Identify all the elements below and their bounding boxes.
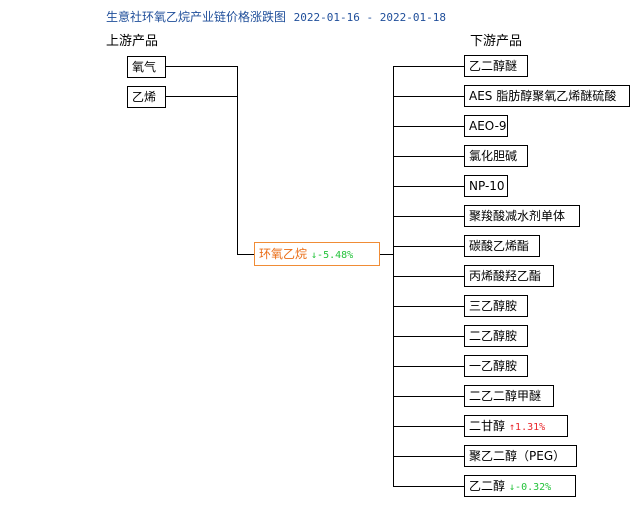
downstream-node[interactable]: 丙烯酸羟乙酯 — [464, 265, 554, 287]
up-arrow-icon — [509, 422, 515, 433]
connector-line — [380, 254, 394, 255]
connector-line — [393, 156, 464, 157]
connector-line — [393, 426, 464, 427]
connector-line — [393, 96, 464, 97]
downstream-node[interactable]: 乙二醇-0.32% — [464, 475, 576, 497]
down-arrow-icon — [311, 250, 317, 261]
downstream-node-label: AEO-9 — [469, 119, 507, 133]
connector-line — [237, 66, 238, 254]
downstream-node-label: 碳酸乙烯酯 — [469, 239, 530, 253]
downstream-node[interactable]: 一乙醇胺 — [464, 355, 528, 377]
downstream-node-label: 乙二醇 — [469, 479, 506, 493]
connector-line — [237, 254, 254, 255]
downstream-node-label: 二乙二醇甲醚 — [469, 389, 542, 403]
downstream-node-label: 乙二醇醚 — [469, 59, 518, 73]
center-node-name: 环氧乙烷 — [259, 247, 308, 261]
downstream-node-label: 一乙醇胺 — [469, 359, 518, 373]
date-range: 2022-01-16 - 2022-01-18 — [293, 11, 446, 24]
connector-line — [393, 126, 464, 127]
downstream-node[interactable]: 三乙醇胺 — [464, 295, 528, 317]
connector-line — [393, 246, 464, 247]
downstream-node-label: 氯化胆碱 — [469, 149, 518, 163]
connector-line — [393, 306, 464, 307]
downstream-node[interactable]: 乙二醇醚 — [464, 55, 528, 77]
connector-line — [393, 276, 464, 277]
downstream-node[interactable]: AEO-9 — [464, 115, 508, 137]
connector-line — [393, 216, 464, 217]
downstream-change: -0.32% — [509, 482, 551, 493]
downstream-node-label: 三乙醇胺 — [469, 299, 518, 313]
upstream-node-label: 乙烯 — [132, 90, 157, 104]
connector-line — [393, 336, 464, 337]
down-arrow-icon — [509, 482, 515, 493]
connector-line — [393, 366, 464, 367]
upstream-node-label: 氧气 — [132, 60, 157, 74]
upstream-label: 上游产品 — [106, 34, 159, 49]
center-change: -5.48% — [311, 250, 353, 261]
upstream-node-oxygen[interactable]: 氧气 — [127, 56, 166, 78]
connector-line — [393, 486, 464, 487]
downstream-node-label: NP-10 — [469, 179, 505, 193]
center-node[interactable]: 环氧乙烷-5.48% — [254, 242, 380, 266]
connector-line — [393, 456, 464, 457]
downstream-node[interactable]: 二乙二醇甲醚 — [464, 385, 554, 407]
connector-line — [166, 66, 237, 67]
downstream-node-label: 二甘醇 — [469, 419, 506, 433]
downstream-node-label: 二乙醇胺 — [469, 329, 518, 343]
downstream-node[interactable]: 聚乙二醇（PEG） — [464, 445, 577, 467]
downstream-node[interactable]: 碳酸乙烯酯 — [464, 235, 540, 257]
upstream-node-ethylene[interactable]: 乙烯 — [127, 86, 166, 108]
downstream-label: 下游产品 — [470, 34, 523, 49]
downstream-node-label: 聚羧酸减水剂单体 — [469, 209, 566, 223]
title-text: 生意社环氧乙烷产业链价格涨跌图 — [106, 10, 287, 24]
downstream-node-label: 聚乙二醇（PEG） — [469, 449, 566, 463]
downstream-node[interactable]: 氯化胆碱 — [464, 145, 528, 167]
downstream-node-label: AES 脂肪醇聚氧乙烯醚硫酸 — [469, 89, 617, 103]
downstream-change: 1.31% — [509, 422, 545, 433]
connector-line — [393, 396, 464, 397]
chart-title: 生意社环氧乙烷产业链价格涨跌图 2022-01-16 - 2022-01-18 — [106, 8, 446, 25]
downstream-node[interactable]: AES 脂肪醇聚氧乙烯醚硫酸 — [464, 85, 630, 107]
downstream-node[interactable]: NP-10 — [464, 175, 508, 197]
connector-line — [393, 66, 464, 67]
downstream-node[interactable]: 二乙醇胺 — [464, 325, 528, 347]
downstream-node[interactable]: 聚羧酸减水剂单体 — [464, 205, 580, 227]
downstream-node-label: 丙烯酸羟乙酯 — [469, 269, 542, 283]
connector-line — [166, 96, 237, 97]
downstream-node[interactable]: 二甘醇1.31% — [464, 415, 568, 437]
connector-line — [393, 186, 464, 187]
